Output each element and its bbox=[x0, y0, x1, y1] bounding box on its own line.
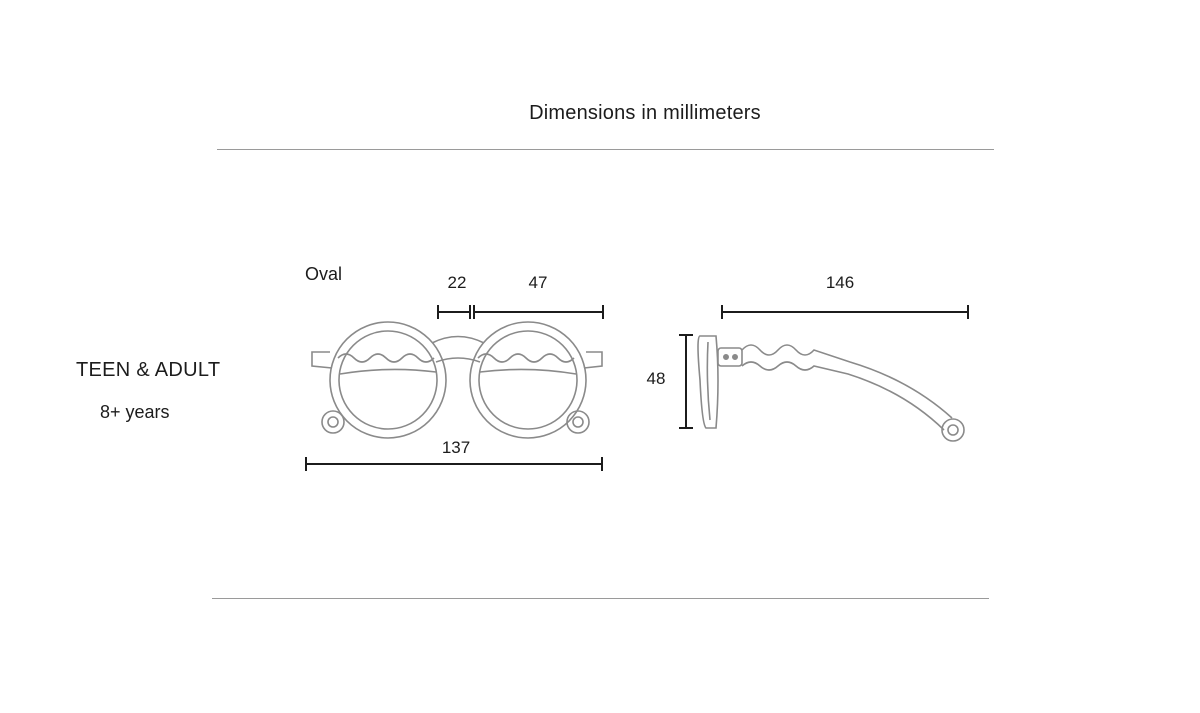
frame-shape-label: Oval bbox=[305, 264, 343, 284]
top-divider bbox=[217, 149, 994, 150]
right-tip-outer bbox=[566, 410, 590, 434]
hinge-screw-1 bbox=[722, 353, 729, 360]
left-rim-outer bbox=[329, 321, 447, 439]
bridge-top bbox=[431, 335, 485, 344]
lens-width-value: 47 bbox=[528, 273, 548, 292]
bottom-divider bbox=[212, 598, 989, 599]
age-range-label: 8+ years bbox=[100, 402, 170, 422]
bridge-dimension-line bbox=[437, 305, 471, 319]
left-lens-highlight bbox=[339, 368, 437, 375]
frame-width-dimension-line bbox=[305, 457, 603, 471]
right-wave-line bbox=[477, 353, 575, 363]
hinge-screw-2 bbox=[731, 353, 738, 360]
left-tip-inner bbox=[327, 416, 339, 428]
lens-height-dimension-line bbox=[679, 334, 693, 429]
dimension-lines bbox=[305, 305, 969, 471]
right-rim-inner bbox=[478, 330, 578, 430]
side-rim-inner bbox=[706, 341, 711, 421]
lens-height-value: 48 bbox=[646, 369, 666, 388]
right-rim-outer bbox=[469, 321, 587, 439]
bridge-bottom bbox=[435, 357, 481, 363]
temple-tip-outer bbox=[941, 418, 965, 442]
bridge-width-value: 22 bbox=[447, 273, 467, 292]
temple-bottom-edge bbox=[741, 361, 945, 431]
temple-tip-inner bbox=[947, 424, 959, 436]
temple-length-value: 146 bbox=[825, 273, 855, 292]
left-wave-line bbox=[337, 353, 435, 363]
diagram-title: Dimensions in millimeters bbox=[529, 102, 761, 124]
hinge-block bbox=[717, 347, 743, 367]
left-end-piece bbox=[311, 351, 333, 369]
temple-top-edge bbox=[741, 344, 953, 419]
side-rim bbox=[697, 335, 719, 429]
frame-front-view bbox=[311, 321, 603, 439]
lens-width-dimension-line bbox=[473, 305, 604, 319]
frame-width-value: 137 bbox=[441, 438, 471, 457]
right-lens-highlight bbox=[479, 368, 577, 375]
size-group-label: TEEN & ADULT bbox=[76, 359, 221, 381]
right-end-piece bbox=[583, 351, 603, 369]
left-tip-outer bbox=[321, 410, 345, 434]
temple-length-dimension-line bbox=[721, 305, 969, 319]
left-rim-inner bbox=[338, 330, 438, 430]
right-tip-inner bbox=[572, 416, 584, 428]
frame-side-view bbox=[697, 335, 965, 442]
